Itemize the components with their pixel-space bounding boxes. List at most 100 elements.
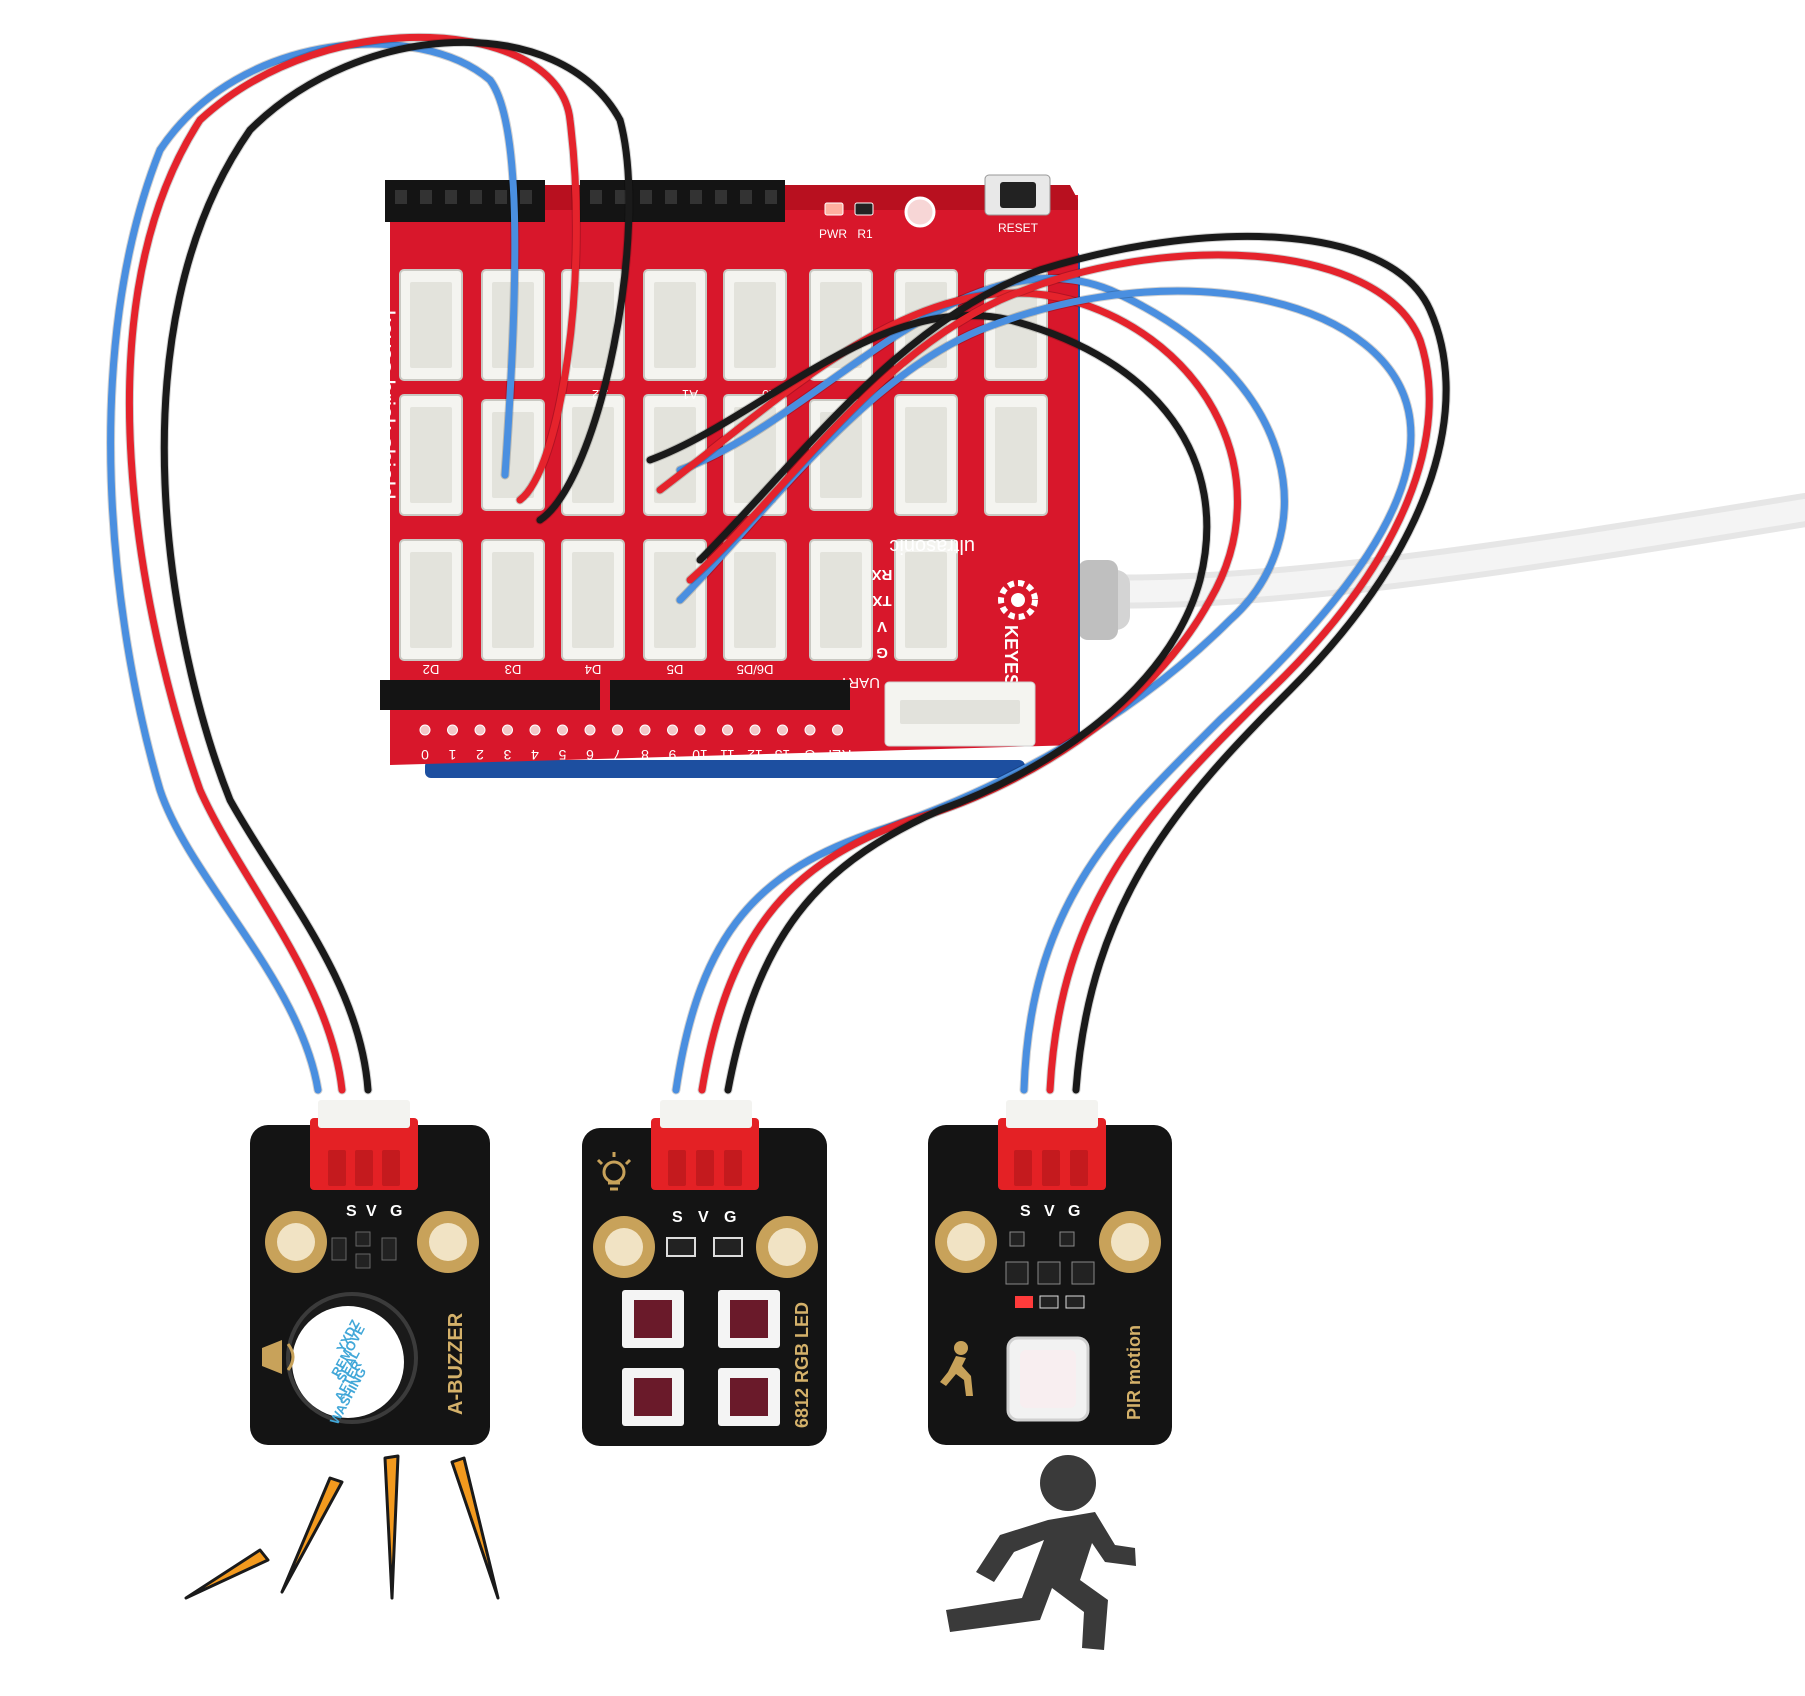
buzzer-pin-v: V xyxy=(366,1203,377,1220)
header-pin xyxy=(804,724,816,736)
digital-port-label: D2 xyxy=(423,662,440,677)
header-pin xyxy=(639,724,651,736)
sound-ray xyxy=(383,1454,400,1600)
header-pin xyxy=(447,724,458,736)
digital-port-label: D5 xyxy=(667,662,684,677)
header-pin-label: TX xyxy=(872,592,891,609)
connector-socket xyxy=(734,407,776,503)
bottom-pin-label: 6 xyxy=(586,747,594,763)
pir-pin-g: G xyxy=(1068,1203,1080,1220)
keyes-logo: KEYES xyxy=(998,580,1038,686)
header-pin xyxy=(584,724,596,736)
wire-bundles xyxy=(106,32,1451,1095)
connector-socket xyxy=(572,282,614,368)
connector-socket xyxy=(410,552,452,648)
bottom-pin-label: 0 xyxy=(421,747,429,763)
connector-socket xyxy=(820,552,862,648)
bottom-pin-label: 1 xyxy=(448,747,456,763)
bottom-pin-label: G xyxy=(805,747,816,763)
sound-burst-icon xyxy=(184,1454,500,1600)
wire-blue xyxy=(107,40,519,1094)
connector-socket xyxy=(410,407,452,503)
header-pin xyxy=(474,724,486,736)
bottom-pin-label: 7 xyxy=(613,747,621,763)
header-pin xyxy=(722,724,733,736)
wire-black xyxy=(160,39,633,1094)
wire-red xyxy=(656,289,1241,1094)
bottom-pin-label: 9 xyxy=(668,747,676,763)
bottom-pin-label: 5 xyxy=(558,747,566,763)
reset-label: RESET xyxy=(998,221,1039,235)
ultrasonic-label: ultrasonic xyxy=(889,535,975,557)
connector-socket xyxy=(734,552,776,648)
led-icon xyxy=(596,1152,632,1191)
bottom-pin-label: 11 xyxy=(720,747,735,763)
pir-pin-s: S xyxy=(1020,1203,1031,1220)
shield-board: RESET PWR R1 keyes brick shield D2 D3 D4 D5… xyxy=(372,174,1080,778)
connector-socket xyxy=(572,407,614,503)
shield-brand-text: keyes brick shield xyxy=(372,310,399,499)
connector-socket xyxy=(905,407,947,503)
bottom-pin-label: 3 xyxy=(503,747,511,763)
sound-ray xyxy=(184,1548,270,1600)
usb-cable xyxy=(1043,493,1805,640)
logo-text: KEYES xyxy=(1001,625,1021,686)
wire-red xyxy=(686,251,1433,1094)
connector-socket xyxy=(654,552,696,648)
header-pin xyxy=(667,724,678,736)
bottom-pin-label: REF xyxy=(824,747,852,763)
bottom-pin-label: 8 xyxy=(641,747,649,763)
digital-port-label: D3 xyxy=(505,662,522,677)
header-pin xyxy=(612,724,623,736)
bottom-pin-label: 13 xyxy=(775,747,791,763)
header-pin-label: RX xyxy=(872,566,893,583)
sound-ray xyxy=(450,1456,500,1600)
rgb-led-module-name: 6812 RGB LED xyxy=(792,1302,812,1428)
bottom-pin-label: 10 xyxy=(692,747,708,763)
pir-module-name: PIR motion xyxy=(1124,1325,1144,1420)
connector-socket xyxy=(492,552,534,648)
connector-socket xyxy=(905,552,947,648)
header-pin xyxy=(529,724,541,736)
bottom-pin-label: 12 xyxy=(747,747,763,763)
buzzer-module-name: A-BUZZER xyxy=(445,1312,467,1415)
digital-port-label: D6/D5 xyxy=(737,662,774,677)
connector-socket xyxy=(410,282,452,368)
led-pin-s: S xyxy=(672,1209,683,1226)
bottom-pin-label: 4 xyxy=(531,747,539,763)
connector-socket xyxy=(995,407,1037,503)
connector-socket xyxy=(572,552,614,648)
pwr-label: PWR xyxy=(819,227,847,241)
wire-black xyxy=(696,232,1450,1094)
buzzer-pin-s: S xyxy=(346,1203,357,1220)
led-pin-v: V xyxy=(698,1209,709,1226)
led-pin-g: G xyxy=(724,1209,736,1226)
header-pin-label: G xyxy=(876,644,888,661)
wire-black xyxy=(646,312,1211,1094)
sound-ray xyxy=(280,1476,344,1594)
header-pin xyxy=(419,724,431,736)
buzzer-icon xyxy=(262,1340,295,1374)
header-pin xyxy=(502,724,513,736)
wire-blue xyxy=(676,287,1415,1094)
digital-port-label: D4 xyxy=(585,662,602,677)
header-pin xyxy=(749,724,761,736)
runner-icon xyxy=(946,1455,1136,1650)
header-pin xyxy=(557,724,568,736)
analog-port-label: A1 xyxy=(682,387,698,402)
header-pin-label: V xyxy=(877,618,887,635)
header-pin xyxy=(777,724,788,736)
pir-module-icon xyxy=(940,1341,973,1396)
pir-motion-module: S V G PIR motion xyxy=(928,1100,1172,1445)
bottom-pin-label: 2 xyxy=(476,747,484,763)
wire-red xyxy=(125,33,580,1094)
connector-socket xyxy=(734,282,776,368)
rgb-led-module: S V G 6812 RGB LED xyxy=(582,1100,827,1446)
header-pin xyxy=(832,724,843,736)
header-pin xyxy=(694,724,706,736)
r1-label: R1 xyxy=(857,227,873,241)
